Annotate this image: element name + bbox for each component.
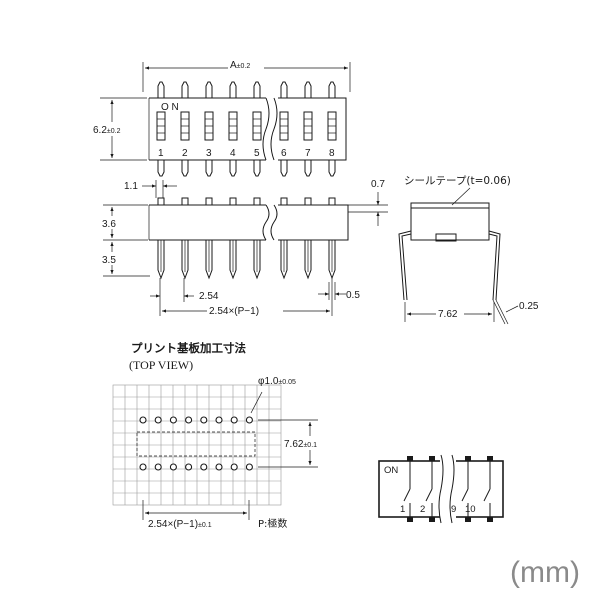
schematic-bottom-pin-1 <box>407 517 413 522</box>
side-pin-3 <box>205 197 213 280</box>
schematic-bottom-pin-4 <box>487 517 493 522</box>
pcb-hole-bottom-8 <box>245 463 253 471</box>
top-switch-1 <box>156 81 166 177</box>
pcb-hole-bottom-1 <box>139 463 147 471</box>
pcb-grid <box>112 384 282 506</box>
side-pin-2 <box>181 197 189 280</box>
top-switch-4 <box>228 81 238 177</box>
dim-a-label: A <box>230 60 237 71</box>
top-switch-5 <box>252 81 262 177</box>
pcb-hole-top-8 <box>245 416 253 424</box>
switch-number-row: 1 2 3 4 5 6 7 8 <box>158 148 335 159</box>
top-switch-8 <box>327 81 337 177</box>
circuit-schematic: ON 1 2 9 10 <box>378 454 504 524</box>
dim-lead-thickness: 0.5 <box>346 290 360 301</box>
schematic-pin-9: 9 <box>451 504 456 515</box>
pcb-subtitle: (TOP VIEW) <box>129 358 193 372</box>
side-pin-4 <box>229 197 237 280</box>
on-label: O N <box>161 102 179 113</box>
schematic-on-label: ON <box>384 465 398 476</box>
dim-height-tolerance: ±0.2 <box>107 128 121 135</box>
schematic-pin-2: 2 <box>420 504 425 515</box>
switch-number-3: 3 <box>206 148 212 159</box>
pcb-hole-pattern <box>139 416 253 471</box>
pcb-layout: プリント基板加工寸法 (TOP VIEW) φ1.0±0.05 7.62±0.1… <box>112 341 331 530</box>
side-pin-5 <box>253 197 261 280</box>
end-view: シールテープ(t=0.06) 7.62 0.25 <box>398 175 539 325</box>
pcb-hole-bottom-6 <box>215 463 223 471</box>
top-switch-2 <box>180 81 190 177</box>
pcb-hole-top-7 <box>230 416 238 424</box>
pcb-hole-bottom-3 <box>169 463 177 471</box>
schematic-pins <box>407 456 493 522</box>
pcb-hole-top-6 <box>215 416 223 424</box>
schematic-top-pin-1 <box>407 456 413 461</box>
pcb-hole-top-2 <box>154 416 162 424</box>
svg-text:φ1.0±0.05: φ1.0±0.05 <box>258 376 296 387</box>
schematic-top-pin-4 <box>487 456 493 461</box>
switch-body-top <box>149 97 347 161</box>
dim-span: 2.54×(P−1) <box>209 306 259 317</box>
dim-pin-width: 1.1 <box>124 181 138 192</box>
switch-number-1: 1 <box>158 148 164 159</box>
pcb-pitch: 2.54×(P−1) <box>148 519 198 530</box>
schematic-bottom-pin-3 <box>465 517 471 522</box>
switch-number-7: 7 <box>305 148 311 159</box>
pcb-hole-top-3 <box>169 416 177 424</box>
top-pin-row <box>156 81 337 177</box>
top-switch-6 <box>279 81 289 177</box>
hole-diameter: φ1.0 <box>258 376 279 387</box>
pcb-pitch-tolerance: ±0.1 <box>198 522 212 529</box>
side-pin-row <box>157 197 336 280</box>
dim-lead-width: 0.25 <box>519 301 539 312</box>
switch-number-5: 5 <box>254 148 260 159</box>
svg-text:A±0.2: A±0.2 <box>230 60 250 71</box>
pcb-hole-top-5 <box>200 416 208 424</box>
switch-number-6: 6 <box>281 148 287 159</box>
side-view: 1.1 0.7 3.6 3.5 2.54 2.54×(P−1) <box>101 179 388 317</box>
pcb-title: プリント基板加工寸法 <box>131 341 246 355</box>
pcb-hole-bottom-2 <box>154 463 162 471</box>
dim-top: 0.7 <box>371 179 385 190</box>
svg-text:2.54×(P−1)±0.1: 2.54×(P−1)±0.1 <box>148 519 212 530</box>
switch-number-8: 8 <box>329 148 335 159</box>
top-switch-3 <box>204 81 214 177</box>
dim-pitch: 2.54 <box>199 291 219 302</box>
schematic-bottom-pin-2 <box>429 517 435 522</box>
switch-number-4: 4 <box>230 148 236 159</box>
dim-a-tolerance: ±0.2 <box>237 63 251 70</box>
dim-height: 6.2 <box>93 125 107 136</box>
schematic-pin-10: 10 <box>465 504 476 515</box>
pcb-hole-top-1 <box>139 416 147 424</box>
hole-tolerance: ±0.05 <box>278 379 296 386</box>
schematic-pin-1: 1 <box>400 504 405 515</box>
dim-row-spacing: 7.62 <box>438 309 458 320</box>
switch-body-side <box>149 204 349 241</box>
schematic-pin-numbers: 1 2 9 10 <box>400 504 476 515</box>
switch-number-2: 2 <box>182 148 188 159</box>
pcb-row-spacing: 7.62 <box>284 439 304 450</box>
svg-text:7.62±0.1: 7.62±0.1 <box>284 439 317 450</box>
pole-count-legend: P:極数 <box>258 517 287 530</box>
schematic-top-pin-3 <box>465 456 471 461</box>
pcb-hole-bottom-7 <box>230 463 238 471</box>
pcb-hole-top-4 <box>185 416 193 424</box>
unit-label: (mm) <box>510 556 580 589</box>
dim-body: 3.6 <box>102 219 116 230</box>
side-pin-6 <box>280 197 288 280</box>
side-pin-7 <box>304 197 312 280</box>
seal-tape-label: シールテープ(t=0.06) <box>404 175 511 187</box>
pcb-row-spacing-tolerance: ±0.1 <box>303 442 317 449</box>
pcb-hole-bottom-5 <box>200 463 208 471</box>
svg-text:6.2±0.2: 6.2±0.2 <box>93 125 121 136</box>
side-pin-1 <box>157 197 165 280</box>
dim-lead: 3.5 <box>102 255 116 266</box>
schematic-top-pin-2 <box>429 456 435 461</box>
pcb-hole-bottom-4 <box>185 463 193 471</box>
side-pin-8 <box>328 197 336 280</box>
top-switch-7 <box>303 81 313 177</box>
